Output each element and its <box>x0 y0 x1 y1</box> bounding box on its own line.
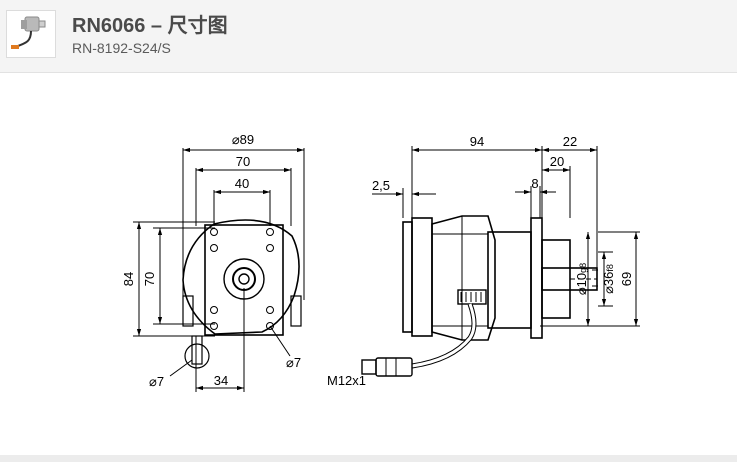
front-dim-34-label: 34 <box>214 373 228 388</box>
front-dim-84-label: 84 <box>121 272 136 286</box>
front-dim-70v-label: 70 <box>142 272 157 286</box>
side-dim-20-label: 20 <box>550 154 564 169</box>
side-dim-2-5-label: 2,5 <box>372 178 390 193</box>
page-header: RN6066 – 尺寸图 RN-8192-S24/S <box>0 0 737 73</box>
dimension-drawing: ⌀89 70 40 84 70 ⌀7 ⌀7 34 <box>0 73 737 455</box>
side-shaft-diameter-label: ⌀10g8 <box>574 263 589 295</box>
side-dim-8-label: 8 <box>531 176 538 191</box>
dimension-drawing-svg: ⌀89 70 40 84 70 ⌀7 ⌀7 34 <box>121 132 640 392</box>
front-hole-right-label: ⌀7 <box>286 355 301 370</box>
side-dim-94-label: 94 <box>470 134 484 149</box>
front-dim-40-label: 40 <box>235 176 249 191</box>
front-dim-70-label: 70 <box>236 154 250 169</box>
front-view <box>133 147 305 392</box>
footer-divider <box>0 455 737 462</box>
side-pilot-diameter-label: ⌀36f8 <box>601 264 616 294</box>
page-title: RN6066 – 尺寸图 <box>72 15 228 37</box>
product-thumbnail[interactable] <box>6 10 56 58</box>
side-dim-69-label: 69 <box>619 272 634 286</box>
connector-label: M12x1 <box>327 373 366 388</box>
encoder-product-icon <box>11 16 46 49</box>
page-subtitle: RN-8192-S24/S <box>72 40 171 56</box>
front-hole-left-label: ⌀7 <box>149 374 164 389</box>
side-dim-22-label: 22 <box>563 134 577 149</box>
front-dim-89-label: ⌀89 <box>232 132 254 147</box>
side-view <box>361 146 640 377</box>
